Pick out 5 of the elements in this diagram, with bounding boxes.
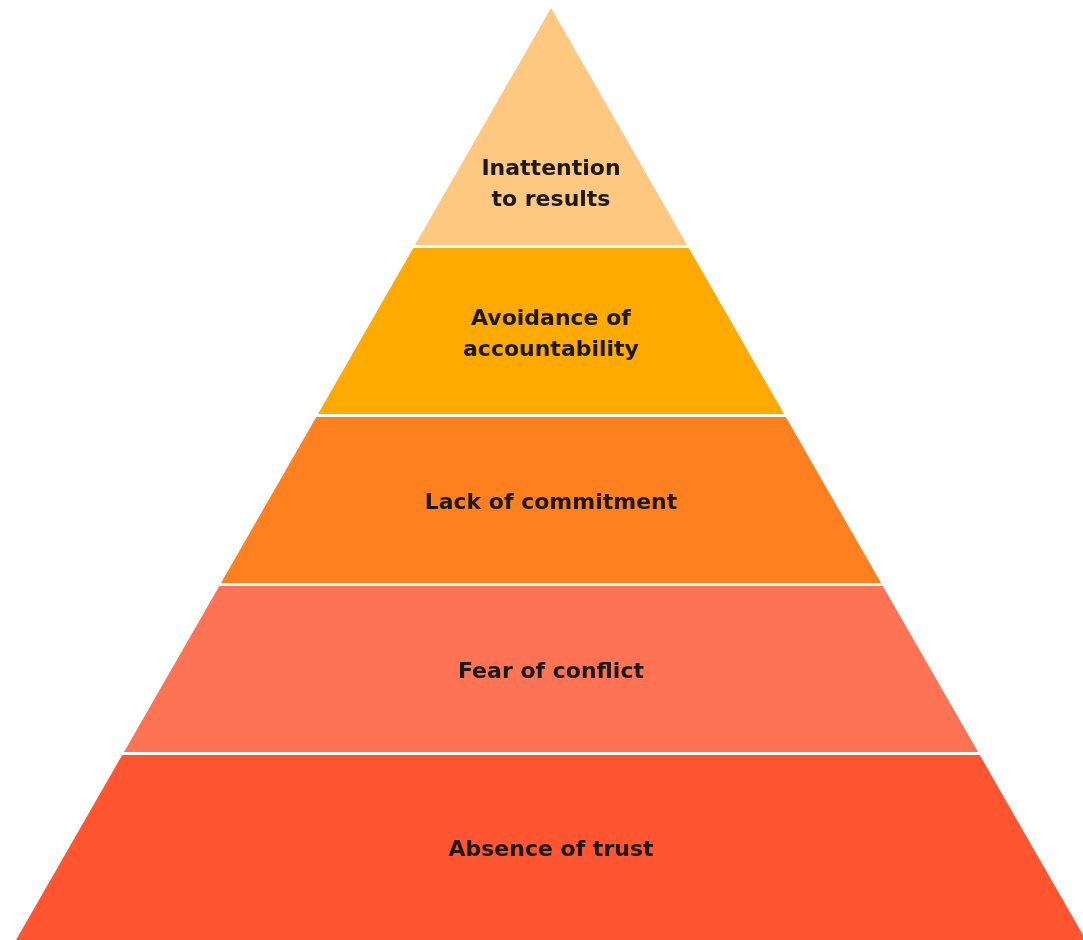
level-label: Absence of trust [447,834,655,863]
level-label: Fear of conflict [457,656,645,685]
level-label: Lack of commitment [423,487,679,516]
level-label: Avoidance of accountability [462,304,640,363]
level-label: Inattention to results [480,154,622,213]
